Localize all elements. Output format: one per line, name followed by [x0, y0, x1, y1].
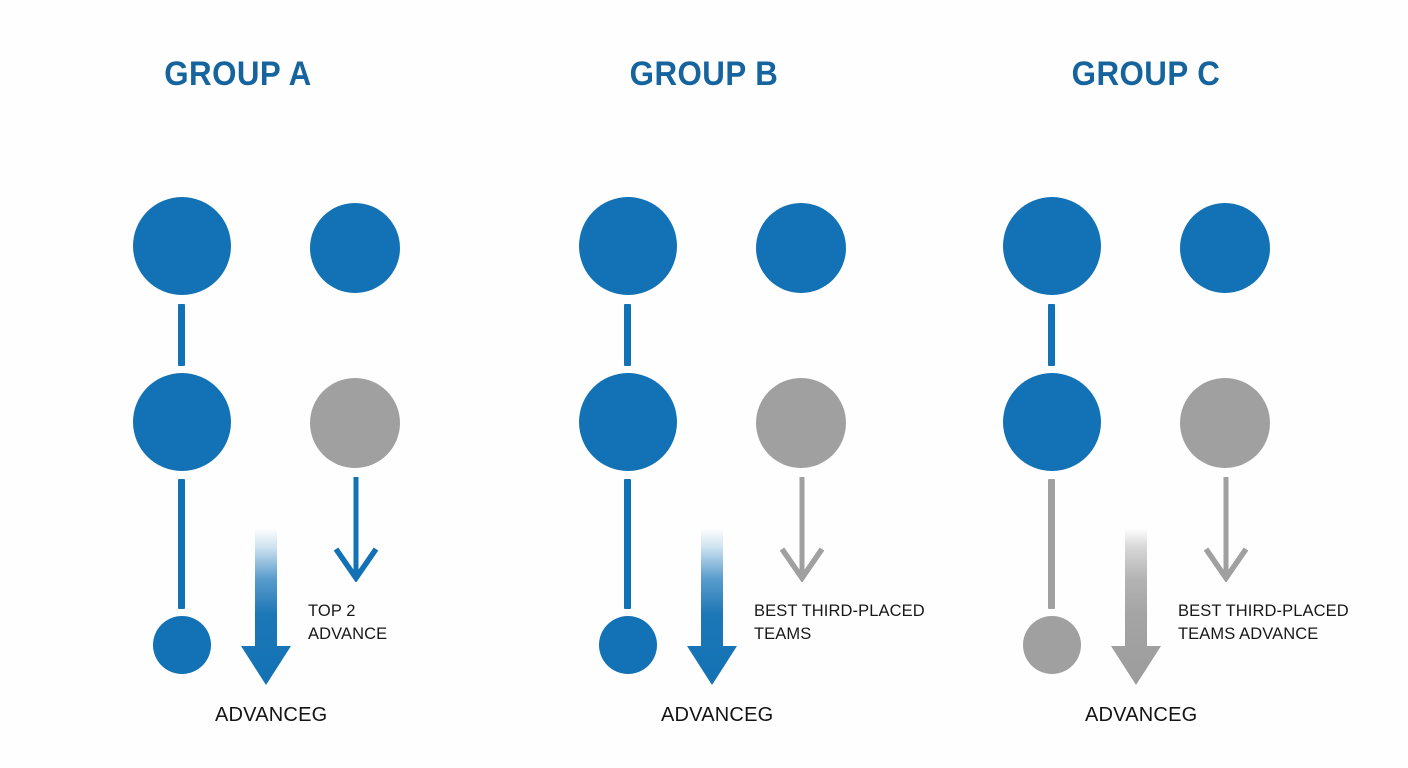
group-a-left-connector-bottom: [178, 479, 185, 609]
group-a-left-node-2: [133, 373, 231, 471]
group-b-right-node-1: [756, 203, 846, 293]
group-c-side-note: BEST THIRD-PLACED TEAMS ADVANCE: [1178, 602, 1349, 643]
group-c-right-node-1: [1180, 203, 1270, 293]
group-a-bottom-caption: ADVANCEG: [215, 704, 328, 726]
group-c-left-node-3: [1023, 616, 1081, 674]
group-c-left-node-2: [1003, 373, 1101, 471]
group-b-side-note: BEST THIRD-PLACED TEAMS: [754, 602, 925, 643]
group-c-thin-down-arrow-icon: [1204, 477, 1248, 582]
group-title-a: GROUP A: [164, 55, 312, 93]
group-b-thick-down-arrow-icon: [686, 528, 738, 686]
group-a-thick-down-arrow-icon: [240, 528, 292, 686]
group-b-bottom-caption: ADVANCEG: [661, 704, 774, 726]
group-c-right-node-2: [1180, 378, 1270, 468]
group-c-left-connector-bottom: [1048, 479, 1055, 609]
group-a-thin-down-arrow-icon: [334, 477, 378, 582]
group-a-left-node-1: [133, 197, 231, 295]
group-c-left-connector-top: [1048, 304, 1055, 366]
group-b-left-node-1: [579, 197, 677, 295]
group-c-left-node-1: [1003, 197, 1101, 295]
group-b-left-connector-top: [624, 304, 631, 366]
group-title-b: GROUP B: [629, 55, 779, 93]
group-b-thin-down-arrow-icon: [780, 477, 824, 582]
group-a-left-connector-top: [178, 304, 185, 366]
group-c-bottom-caption: ADVANCEG: [1085, 704, 1198, 726]
group-column-b: GROUP B: [486, 0, 946, 768]
group-column-a: GROUP A: [40, 0, 500, 768]
group-b-left-node-2: [579, 373, 677, 471]
group-column-c: GROUP C: [910, 0, 1370, 768]
group-b-left-node-3: [599, 616, 657, 674]
group-a-right-node-1: [310, 203, 400, 293]
group-c-thick-down-arrow-icon: [1110, 528, 1162, 686]
group-a-side-note: TOP 2 ADVANCE: [308, 602, 388, 643]
group-b-left-connector-bottom: [624, 479, 631, 609]
group-b-right-node-2: [756, 378, 846, 468]
group-title-c: GROUP C: [1071, 55, 1221, 93]
group-a-left-node-3: [153, 616, 211, 674]
group-a-right-node-2: [310, 378, 400, 468]
